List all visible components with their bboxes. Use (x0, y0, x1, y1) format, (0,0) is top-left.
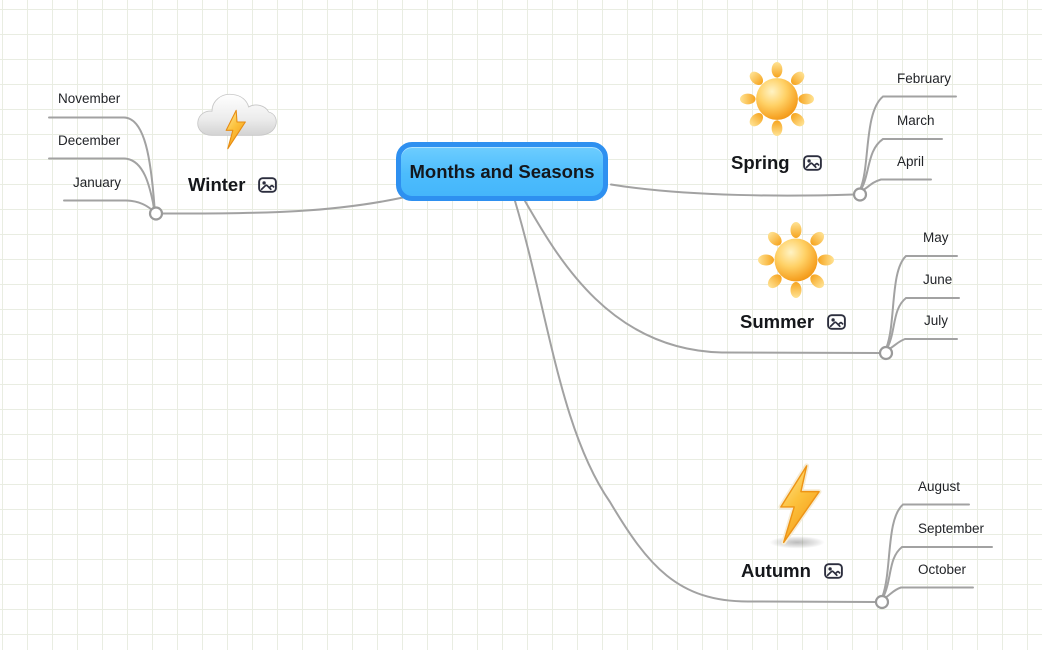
winter-storm-cloud-icon[interactable] (195, 82, 279, 152)
topic-spring-label: Spring (731, 152, 790, 173)
connector-may (885, 255, 958, 349)
spring-image-attachment-icon[interactable] (803, 155, 822, 171)
subtopic-september[interactable]: September (918, 521, 985, 536)
connector-december (48, 157, 155, 209)
spring-sun-icon[interactable] (740, 61, 814, 137)
connector-october (882, 586, 974, 600)
topic-autumn[interactable]: Autumn (741, 560, 843, 582)
topic-winter-label: Winter (188, 174, 246, 195)
winter-image-attachment-icon[interactable] (258, 177, 277, 193)
topic-spring[interactable]: Spring (731, 152, 822, 174)
subtopic-march[interactable]: March (897, 113, 935, 128)
branch-handle-spring[interactable] (852, 187, 868, 202)
summer-image-attachment-icon[interactable] (827, 314, 846, 330)
root-topic-label: Months and Seasons (409, 160, 595, 182)
subtopic-may[interactable]: May (923, 230, 949, 245)
subtopic-june[interactable]: June (923, 272, 953, 287)
connector-root-summer (524, 200, 881, 354)
subtopic-november[interactable]: November (58, 91, 121, 106)
connector-april (860, 178, 932, 192)
connector-june (886, 297, 960, 350)
connector-root-spring (610, 183, 855, 197)
topic-winter[interactable]: Winter (188, 174, 277, 196)
branch-handle-winter[interactable] (148, 206, 164, 221)
subtopic-december[interactable]: December (58, 133, 121, 148)
subtopic-august[interactable]: August (918, 479, 961, 494)
connector-root-autumn (514, 200, 877, 603)
branch-handle-autumn[interactable] (874, 594, 890, 610)
connector-january (63, 199, 153, 211)
connector-july (886, 338, 958, 351)
subtopic-april[interactable]: April (897, 154, 925, 169)
root-topic[interactable]: Months and Seasons (396, 142, 608, 201)
branch-handle-summer[interactable] (878, 345, 894, 361)
connector-february (859, 95, 957, 190)
connector-november (48, 116, 156, 208)
subtopic-february[interactable]: February (897, 71, 952, 86)
autumn-lightning-icon[interactable] (767, 462, 831, 550)
connector-march (860, 138, 943, 191)
subtopic-october[interactable]: October (918, 562, 967, 577)
connector-september (882, 546, 993, 599)
topic-summer[interactable]: Summer (740, 311, 846, 333)
subtopic-january[interactable]: January (73, 175, 122, 190)
connector-august (881, 503, 970, 598)
subtopic-july[interactable]: July (924, 313, 949, 328)
topic-autumn-label: Autumn (741, 560, 811, 581)
topic-summer-label: Summer (740, 311, 815, 332)
autumn-image-attachment-icon[interactable] (824, 563, 843, 579)
connector-root-winter (161, 196, 404, 215)
summer-sun-icon[interactable] (758, 221, 834, 299)
